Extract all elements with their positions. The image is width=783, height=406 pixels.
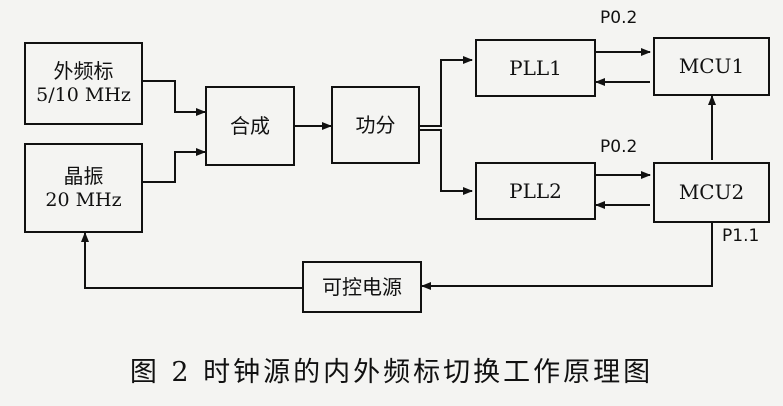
external-reference-block: 外频标 5/10 MHz xyxy=(24,42,143,125)
mcu2-label: MCU2 xyxy=(678,180,745,204)
pll2-label: PLL2 xyxy=(509,178,562,203)
controlled-power-label: 可控电源 xyxy=(322,274,402,299)
ext-ref-to-combiner-arrow xyxy=(143,80,206,116)
controlled-power-block: 可控电源 xyxy=(302,261,422,313)
splitter-to-pll1-arrow xyxy=(420,56,473,127)
crystal-oscillator-block: 晶振 20 MHz xyxy=(24,143,143,233)
mcu2-block: MCU2 xyxy=(653,162,770,223)
pin-label-p02-top: P0.2 xyxy=(600,8,638,28)
combiner-block: 合成 xyxy=(205,86,295,166)
pin-label-p02-bottom: P0.2 xyxy=(600,137,638,157)
splitter-to-pll2-arrow xyxy=(420,129,473,195)
mcu1-block: MCU1 xyxy=(653,37,770,96)
external-reference-label: 外频标 xyxy=(53,59,114,84)
crystal-to-combiner-arrow xyxy=(143,148,206,183)
figure-caption: 图 2 时钟源的内外频标切换工作原理图 xyxy=(129,357,654,388)
pll1-label: PLL1 xyxy=(509,55,562,80)
power-to-crystal-arrow xyxy=(81,232,302,289)
mcu1-label: MCU1 xyxy=(678,54,745,78)
splitter-label: 功分 xyxy=(355,112,396,137)
pll1-block: PLL1 xyxy=(475,39,596,97)
external-reference-frequency: 5/10 MHz xyxy=(36,84,131,107)
pin-label-p11: P1.1 xyxy=(722,226,760,246)
combiner-label: 合成 xyxy=(230,113,270,138)
splitter-block: 功分 xyxy=(331,86,420,164)
crystal-oscillator-frequency: 20 MHz xyxy=(45,188,122,211)
pll2-block: PLL2 xyxy=(475,162,596,220)
crystal-oscillator-label: 晶振 xyxy=(63,163,104,188)
mcu2-to-power-arrow xyxy=(421,223,713,290)
